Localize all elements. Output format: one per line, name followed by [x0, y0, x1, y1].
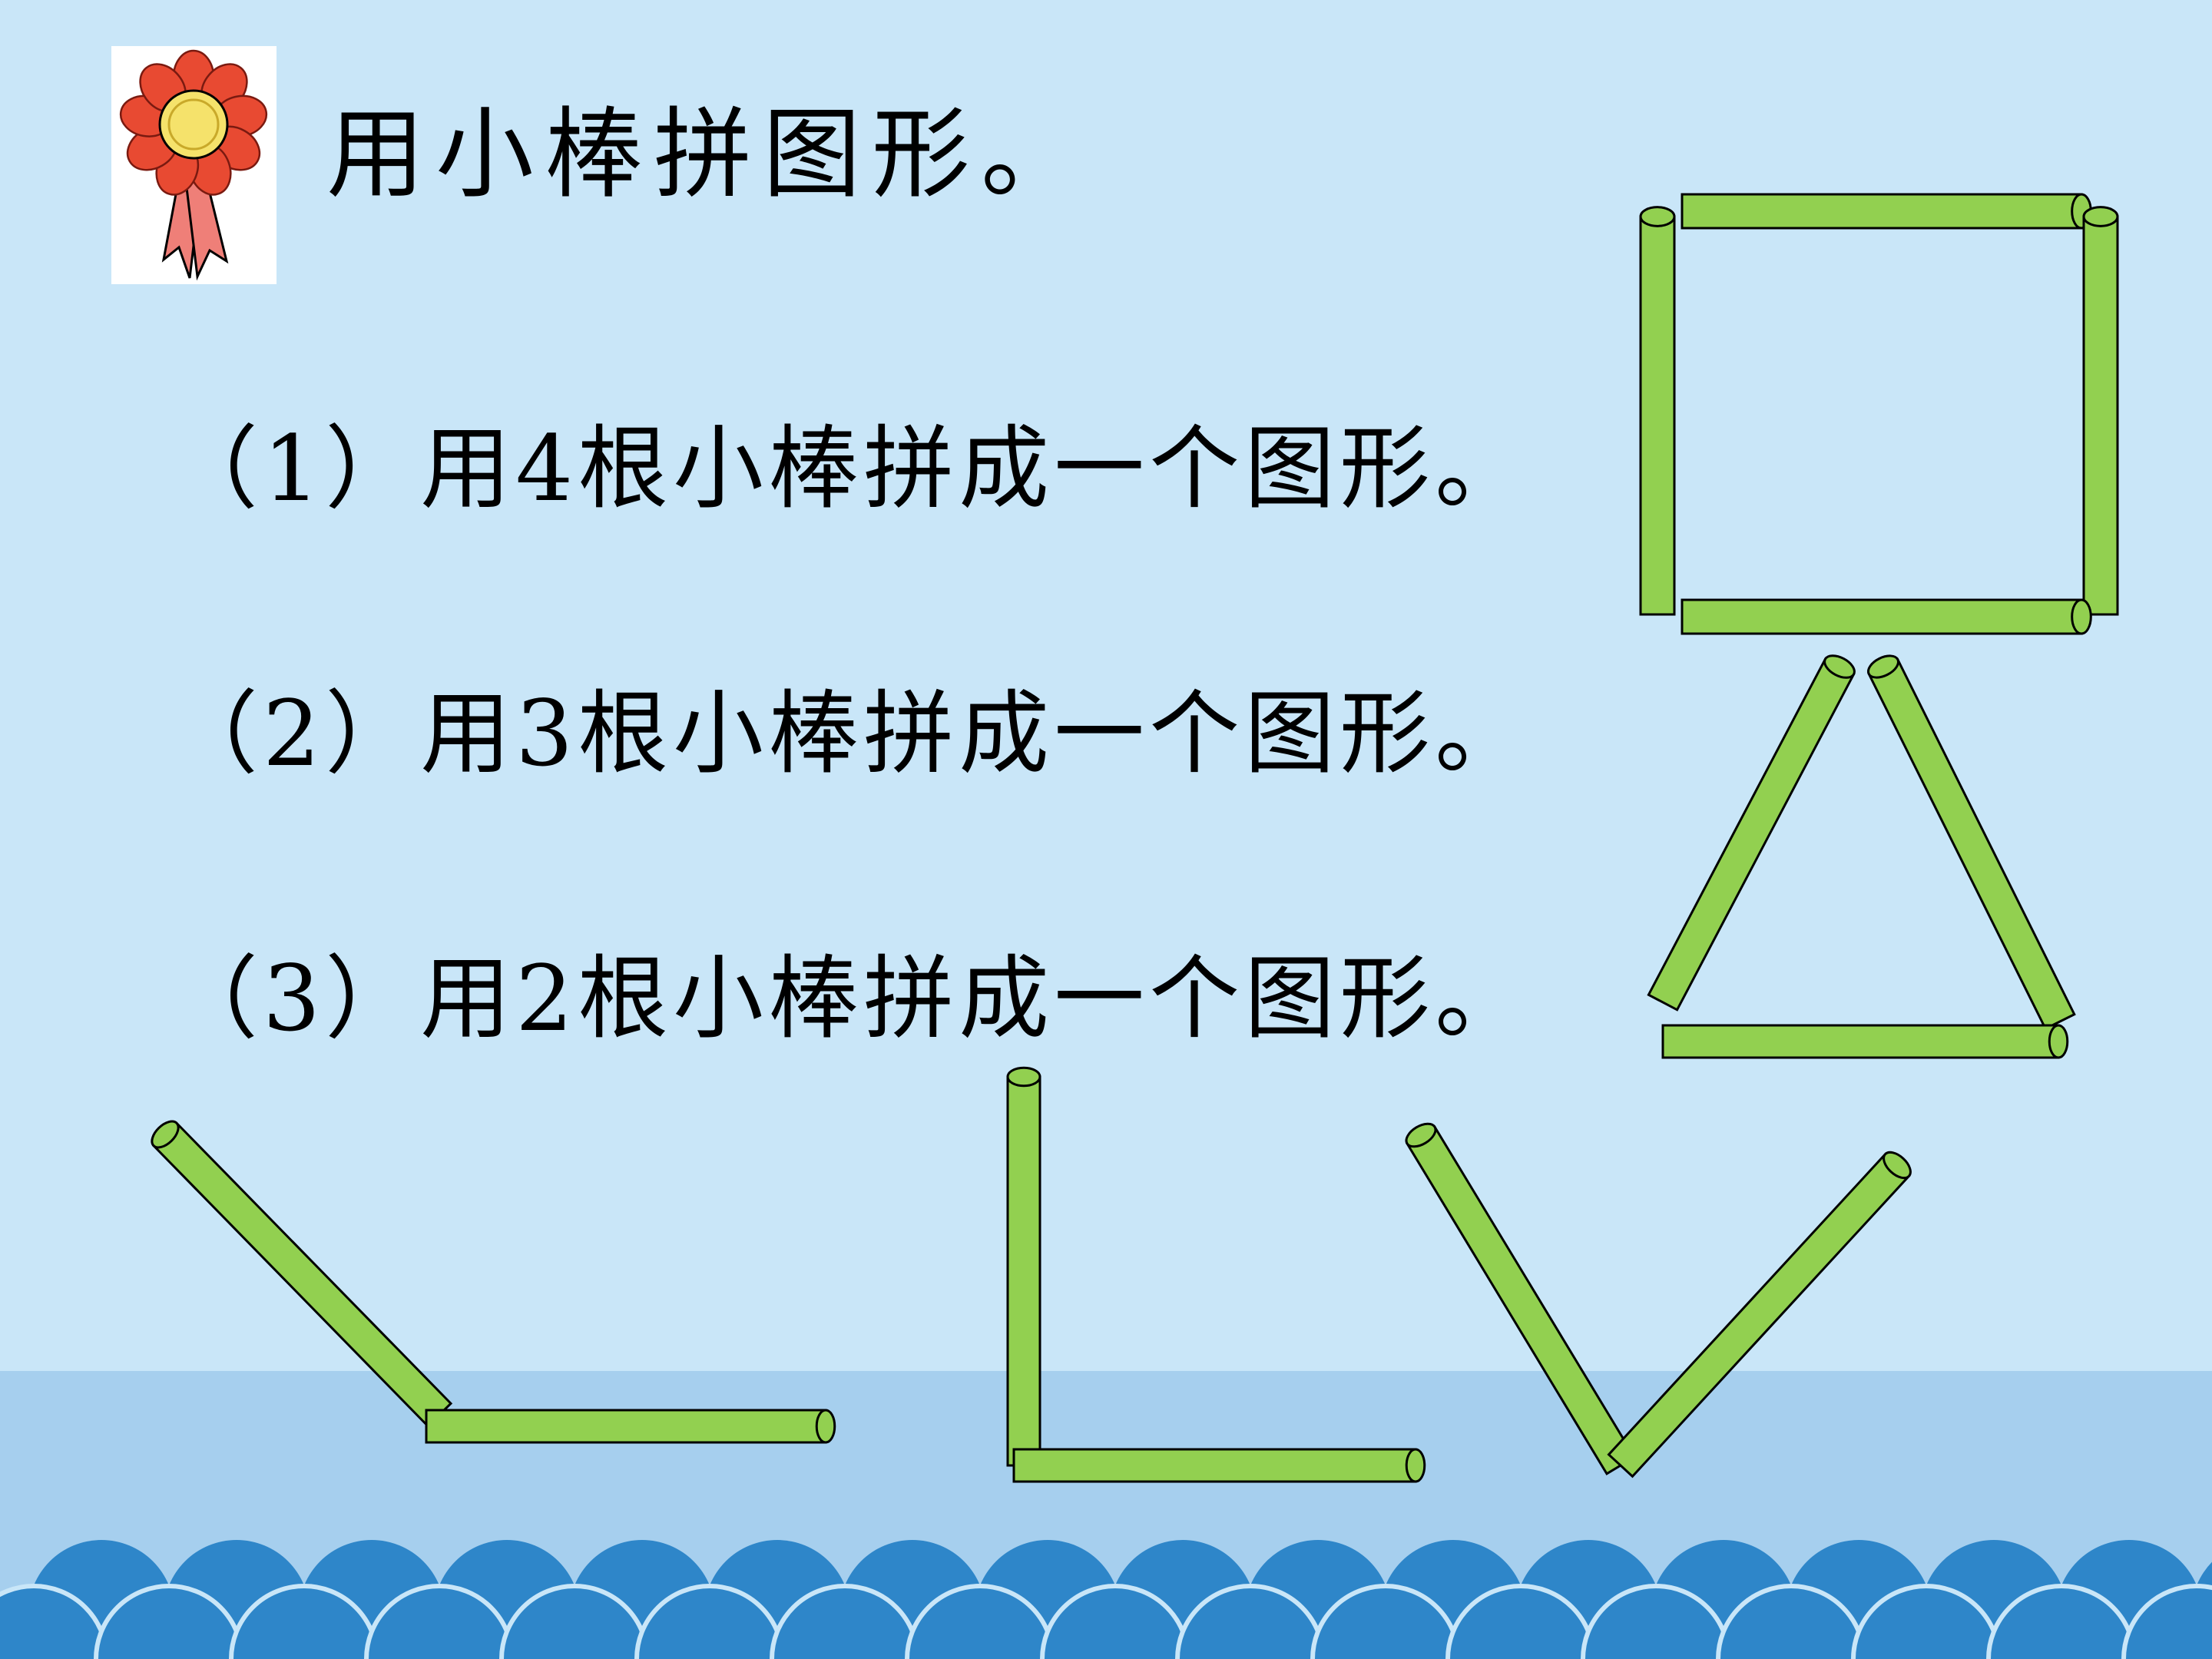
- stick-square-left: [1639, 206, 1676, 616]
- stick-triangle-bottom: [1661, 1024, 2069, 1059]
- wave: [2121, 1584, 2212, 1659]
- stick-triangle-left: [1647, 654, 1856, 1012]
- stick-pair-c-left: [1405, 1122, 1637, 1475]
- wave-row-front: [0, 1584, 2212, 1659]
- task-item-3: （3）用2根小棒拼成一个图形。: [167, 945, 1531, 1051]
- wave: [0, 1584, 109, 1659]
- wave: [1040, 1584, 1190, 1659]
- wave: [1175, 1584, 1326, 1659]
- stick-pair-c-right: [1607, 1151, 1912, 1479]
- wave: [1851, 1584, 2002, 1659]
- stick-pair-b-vertical: [1006, 1066, 1041, 1467]
- stick-square-bottom: [1681, 598, 2092, 635]
- wave: [94, 1584, 244, 1659]
- stick-square-right: [2082, 206, 2119, 616]
- rosette-badge: [111, 46, 276, 284]
- wave: [634, 1584, 785, 1659]
- stick-pair-b-horizontal: [1012, 1448, 1426, 1483]
- wave: [1716, 1584, 1866, 1659]
- wave: [905, 1584, 1055, 1659]
- wave: [229, 1584, 379, 1659]
- stick-pair-a-diagonal: [151, 1120, 453, 1428]
- wave: [499, 1584, 650, 1659]
- wave: [1310, 1584, 1461, 1659]
- stick-pair-a-horizontal: [425, 1409, 836, 1444]
- stick-triangle-right: [1866, 654, 2076, 1031]
- rosette-award-icon: [119, 49, 268, 281]
- wave: [364, 1584, 515, 1659]
- wave: [1581, 1584, 1731, 1659]
- wave: [770, 1584, 920, 1659]
- wave: [1986, 1584, 2137, 1659]
- task-item-2: （2）用3根小棒拼成一个图形。: [167, 680, 1531, 786]
- task-item-1: （1）用4根小棒拼成一个图形。: [167, 416, 1531, 522]
- stick-square-top: [1681, 193, 2092, 230]
- wave: [1445, 1584, 1596, 1659]
- page-title: 用小棒拼图形。: [326, 98, 1091, 212]
